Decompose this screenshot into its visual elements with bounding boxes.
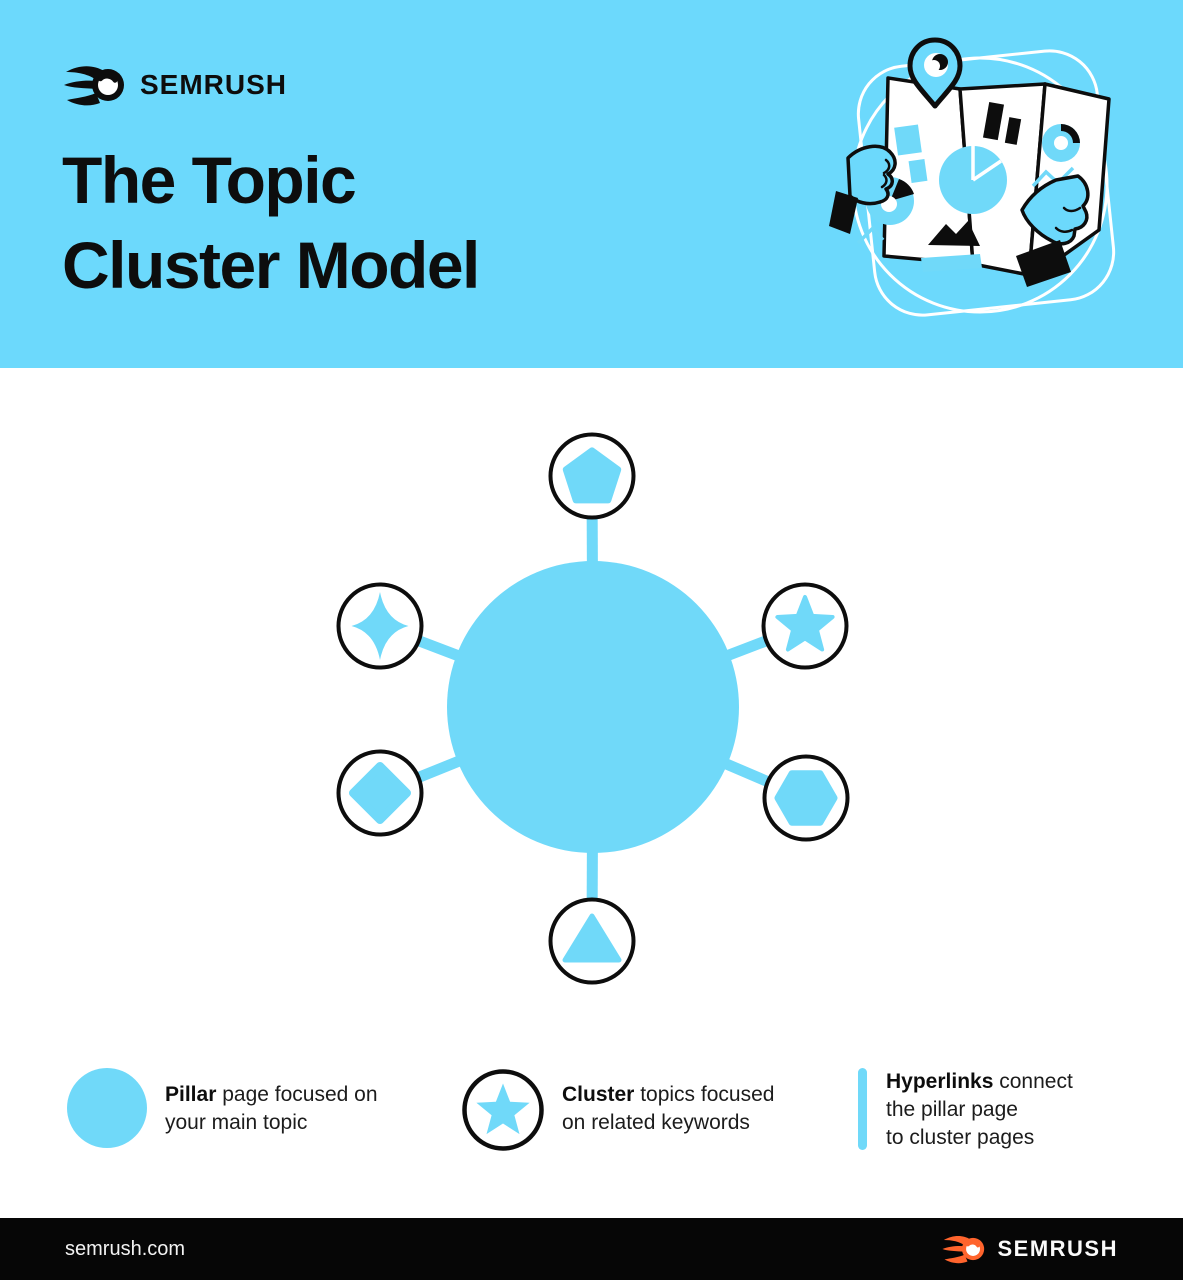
legend-cluster-symbol: [462, 1069, 544, 1151]
pillar-node: [447, 561, 739, 853]
footer-semrush-logo: SEMRUSH: [941, 1233, 1118, 1265]
legend-pillar-text: Pillar page focused on your main topic: [165, 1083, 378, 1134]
cluster-node-diamond: [336, 749, 424, 837]
cluster-node-sparkle: [336, 582, 424, 670]
footer-semrush-comet-icon: [942, 1235, 985, 1264]
cluster-node-pentagon: [548, 432, 636, 520]
footer-semrush-logo-text: SEMRUSH: [997, 1236, 1118, 1261]
legend-hyperlink-text: Hyperlinks connect the pillar page to cl…: [886, 1070, 1073, 1149]
map-illustration: [829, 37, 1116, 317]
legend-hyperlink-symbol: [858, 1068, 867, 1150]
footer-bar: semrush.com SEMRUSH: [0, 1218, 1183, 1280]
cluster-node-triangle: [548, 897, 636, 985]
semrush-comet-icon: [64, 66, 124, 106]
location-pin-icon: [907, 37, 963, 109]
legend-cluster-text: Cluster topics focused on related keywor…: [562, 1083, 775, 1134]
semrush-logo-text: SEMRUSH: [140, 69, 288, 100]
cluster-node-star: [761, 582, 849, 670]
left-hand: [829, 144, 897, 234]
footer-url-link[interactable]: semrush.com: [65, 1237, 186, 1260]
cluster-node-hexagon: [762, 754, 850, 842]
right-hand: [1016, 174, 1090, 287]
topic-cluster-diagram: [336, 432, 850, 985]
semrush-logo: SEMRUSH: [62, 62, 287, 108]
legend-pillar-symbol: [67, 1068, 147, 1148]
